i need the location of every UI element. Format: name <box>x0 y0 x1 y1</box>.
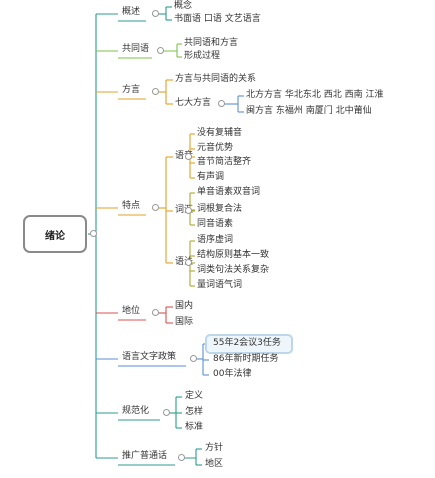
branch-fangyan[interactable]: 方言 <box>122 85 141 95</box>
leaf-yufa-2[interactable]: 结构原则基本一致 <box>197 250 270 260</box>
collapse-toggle-3[interactable] <box>152 88 159 95</box>
branch-tuiguang[interactable]: 推广普通话 <box>122 451 168 461</box>
leaf-beifang[interactable]: 北方方言 华北东北 西北 西南 江淮 <box>246 90 384 100</box>
leaf-zenyang[interactable]: 怎样 <box>185 407 204 417</box>
leaf-zhengce-00[interactable]: 00年法律 <box>213 369 252 379</box>
selected-node-highlight <box>205 334 293 354</box>
node-qida-fangyan[interactable]: 七大方言 <box>175 98 212 108</box>
collapse-toggle-7[interactable] <box>185 207 192 214</box>
leaf-diqu[interactable]: 地区 <box>205 459 224 469</box>
group-yuyin[interactable]: 语音 <box>175 151 194 161</box>
leaf-zhengce-55[interactable]: 55年2会议3任务 <box>213 338 281 348</box>
leaf-yuyin-1[interactable]: 没有复辅音 <box>197 128 243 138</box>
leaf-cihui-3[interactable]: 同音语素 <box>197 219 234 229</box>
collapse-toggle-0[interactable] <box>90 230 97 237</box>
group-yufa[interactable]: 语法 <box>175 257 194 267</box>
branch-guifanhua[interactable]: 规范化 <box>122 406 150 416</box>
collapse-toggle-10[interactable] <box>190 355 197 362</box>
leaf-fangzhen[interactable]: 方针 <box>205 443 224 453</box>
collapse-toggle-9[interactable] <box>152 309 159 316</box>
leaf-gainian[interactable]: 概念 <box>174 1 193 11</box>
leaf-guonei[interactable]: 国内 <box>175 301 194 311</box>
collapse-toggle-4[interactable] <box>218 100 225 107</box>
root-node[interactable]: 绪论 <box>23 215 87 253</box>
branch-diwei[interactable]: 地位 <box>122 306 141 316</box>
branch-gongtongyu[interactable]: 共同语 <box>122 44 150 54</box>
collapse-toggle-11[interactable] <box>163 409 170 416</box>
leaf-min[interactable]: 闽方言 东福州 南厦门 北中莆仙 <box>246 106 372 116</box>
group-cihui[interactable]: 词汇 <box>175 205 194 215</box>
collapse-toggle-12[interactable] <box>178 454 185 461</box>
leaf-yufa-3[interactable]: 词类句法关系复杂 <box>197 265 270 275</box>
collapse-toggle-8[interactable] <box>185 259 192 266</box>
root-label: 绪论 <box>45 230 65 242</box>
leaf-yufa-1[interactable]: 语序虚词 <box>197 235 234 245</box>
collapse-toggle-1[interactable] <box>152 10 159 17</box>
leaf-yuti[interactable]: 书面语 口语 文艺语言 <box>174 14 261 24</box>
leaf-zhengce-86[interactable]: 86年新时期任务 <box>213 354 279 364</box>
leaf-yufa-4[interactable]: 量词语气词 <box>197 280 243 290</box>
leaf-cihui-1[interactable]: 单音语素双音词 <box>197 187 261 197</box>
leaf-xingcheng[interactable]: 形成过程 <box>184 51 221 61</box>
branch-zhengce[interactable]: 语言文字政策 <box>122 352 177 362</box>
branch-gaishu[interactable]: 概述 <box>122 7 141 17</box>
leaf-gongtongyu-fangyan[interactable]: 共同语和方言 <box>184 38 239 48</box>
leaf-guoji[interactable]: 国际 <box>175 317 194 327</box>
leaf-guanxi[interactable]: 方言与共同语的关系 <box>175 74 257 84</box>
collapse-toggle-6[interactable] <box>185 153 192 160</box>
leaf-yuyin-2[interactable]: 元音优势 <box>197 143 234 153</box>
leaf-dingyi[interactable]: 定义 <box>185 391 204 401</box>
leaf-biaozhun[interactable]: 标准 <box>185 422 204 432</box>
branch-tedian[interactable]: 特点 <box>122 201 141 211</box>
collapse-toggle-5[interactable] <box>152 204 159 211</box>
leaf-yuyin-4[interactable]: 有声调 <box>197 172 225 182</box>
leaf-cihui-2[interactable]: 词根复合法 <box>197 204 243 214</box>
leaf-yuyin-3[interactable]: 音节简洁整齐 <box>197 157 252 167</box>
collapse-toggle-2[interactable] <box>157 47 164 54</box>
